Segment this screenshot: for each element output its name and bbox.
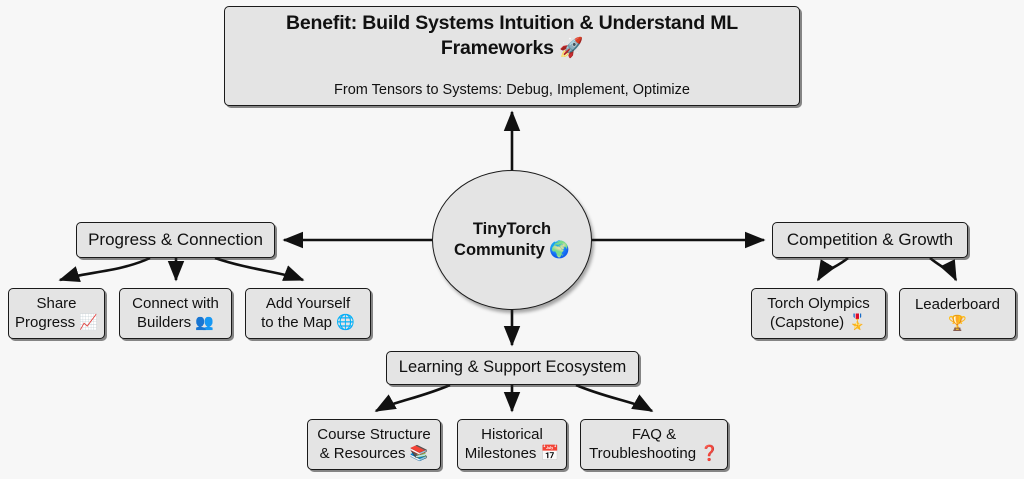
- rocket-icon: 🚀: [559, 35, 584, 59]
- center-line2: Community 🌍: [454, 239, 570, 259]
- edge-progress-to-map: [214, 256, 305, 282]
- edge-progress-to-share: [58, 256, 151, 283]
- node-share-progress[interactable]: Share Progress 📈: [8, 288, 105, 339]
- leaf-line2: Milestones 📅: [464, 444, 560, 462]
- edge-learning-to-faq: [575, 383, 654, 413]
- node-course-structure-resources[interactable]: Course Structure & Resources 📚: [307, 419, 441, 470]
- edge-competition-to-leaderboard: [929, 257, 958, 282]
- leaf-line2: Progress 📈: [15, 313, 98, 331]
- root-subtitle: From Tensors to Systems: Debug, Implemen…: [334, 82, 690, 99]
- node-faq-troubleshooting[interactable]: FAQ & Troubleshooting ❓: [580, 419, 728, 470]
- leaf-line2: & Resources 📚: [319, 444, 429, 462]
- node-learning-support-ecosystem[interactable]: Learning & Support Ecosystem: [386, 351, 639, 385]
- leaf-line1: Leaderboard: [914, 295, 1001, 313]
- leaf-line2: Troubleshooting ❓: [589, 444, 719, 462]
- center-line1: TinyTorch: [472, 219, 552, 238]
- leaf-line1: Add Yourself: [265, 295, 351, 312]
- leaf-line1: Historical: [481, 426, 543, 443]
- leaf-line1: Torch Olympics: [767, 295, 870, 312]
- node-connect-with-builders[interactable]: Connect with Builders 👥: [119, 288, 232, 339]
- people-icon: 👥: [195, 313, 215, 331]
- question-mark-icon: ❓: [700, 444, 719, 462]
- leaf-line1: Share: [36, 295, 77, 312]
- edge-competition-to-olympics: [816, 256, 849, 282]
- edge-learning-to-course: [374, 383, 451, 413]
- node-add-yourself-to-map[interactable]: Add Yourself to the Map 🌐: [245, 288, 371, 339]
- leaf-line2: (Capstone) 🎖️: [769, 313, 868, 331]
- books-icon: 📚: [409, 444, 429, 462]
- calendar-icon: 📅: [540, 444, 560, 462]
- leaf-line1: Connect with: [132, 295, 219, 312]
- leaf-line2: Builders 👥: [136, 313, 215, 331]
- branch-label: Learning & Support Ecosystem: [398, 358, 627, 377]
- chart-increasing-icon: 📈: [79, 313, 98, 331]
- node-competition-growth[interactable]: Competition & Growth: [772, 222, 968, 258]
- globe-meridians-icon: 🌐: [336, 313, 355, 331]
- node-tinytorch-community[interactable]: TinyTorch Community 🌍: [432, 170, 592, 310]
- node-torch-olympics[interactable]: Torch Olympics (Capstone) 🎖️: [751, 288, 886, 339]
- node-benefit-root[interactable]: Benefit: Build Systems Intuition & Under…: [224, 6, 800, 106]
- node-historical-milestones[interactable]: Historical Milestones 📅: [457, 419, 567, 470]
- leaf-line2: to the Map 🌐: [261, 313, 355, 331]
- medal-icon: 🎖️: [848, 313, 868, 331]
- root-title: Benefit: Build Systems Intuition & Under…: [286, 12, 738, 59]
- node-progress-connection[interactable]: Progress & Connection: [76, 222, 275, 258]
- node-leaderboard[interactable]: Leaderboard 🏆: [899, 288, 1016, 339]
- trophy-icon: 🏆: [948, 313, 967, 332]
- leaf-line1: FAQ &: [631, 426, 677, 443]
- branch-label: Competition & Growth: [786, 229, 954, 249]
- branch-label: Progress & Connection: [88, 229, 263, 249]
- globe-earth-icon: 🌍: [549, 239, 570, 259]
- leaf-line1: Course Structure: [317, 426, 431, 443]
